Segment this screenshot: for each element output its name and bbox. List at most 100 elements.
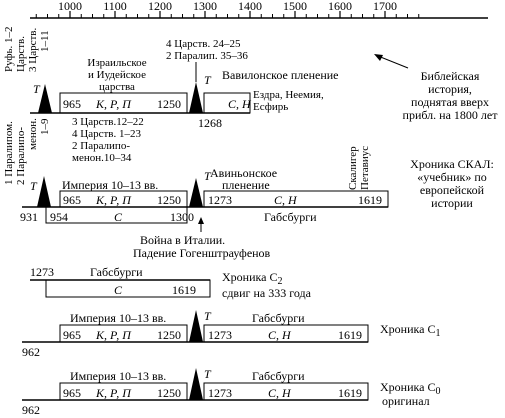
kingdom-label-3: царства xyxy=(99,81,135,93)
skal-triangle-mid xyxy=(189,178,203,207)
bible-t-right: T xyxy=(204,73,212,87)
bible-note-1: Библейская xyxy=(421,69,480,83)
c0-ch: С, Н xyxy=(268,386,292,400)
c1-triangle xyxy=(189,310,203,342)
c2-habsburgs: Габсбурги xyxy=(90,265,143,279)
bible-year-965: 965 xyxy=(63,97,81,111)
bible-note-arrow xyxy=(377,55,409,69)
c0-t: T xyxy=(204,367,212,381)
skal-note-3: европейской xyxy=(420,183,485,197)
c1-section: Империя 10–13 вв. Габсбурги T 965 К, Р, … xyxy=(22,309,441,359)
c1-habsburgs: Габсбурги xyxy=(252,311,305,325)
skal-ch: С, Н xyxy=(274,193,298,207)
bible-left-vertical2-1: 1 Паралипом. xyxy=(3,121,15,185)
scale-tick-label: 1200 xyxy=(148,0,172,13)
c2-year-1273: 1273 xyxy=(30,265,54,279)
c1-kpp-box xyxy=(59,324,188,343)
skal-note-4: истории xyxy=(431,196,473,210)
skal-avignon-1: Авиньонское xyxy=(210,166,277,180)
skal-year-931: 931 xyxy=(20,210,38,224)
c0-kpp-box xyxy=(59,382,188,401)
bible-left-vertical-2: Царств. xyxy=(15,36,27,72)
skal-year-1273: 1273 xyxy=(208,193,232,207)
war-arrowhead xyxy=(198,217,204,224)
c2-section: 1273 Габсбурги С 1619 Хроника С2 сдвиг н… xyxy=(30,265,312,300)
skal-habsburgs: Габсбурги xyxy=(264,210,317,224)
skal-c: С xyxy=(114,210,123,224)
bible-left-vertical2-3: менон. xyxy=(27,118,39,150)
c1-year-1250: 1250 xyxy=(157,328,181,342)
c0-ch-box xyxy=(203,382,369,401)
kingdom-label-1: Израильское xyxy=(87,57,146,69)
scale-tick-label: 1700 xyxy=(373,0,397,13)
c1-t: T xyxy=(204,309,212,323)
c1-ch-box xyxy=(203,324,369,343)
books-1: Ездра, Неемия, xyxy=(253,89,324,101)
skal-scaliger-2: Петавиус xyxy=(359,146,371,190)
skal-triangle-left xyxy=(37,176,51,207)
c0-year-1250: 1250 xyxy=(157,386,181,400)
bible-ch: С, Н xyxy=(228,97,252,111)
babylon-captivity: Вавилонское пленение xyxy=(222,68,339,82)
bible-triangle-left xyxy=(38,84,52,113)
c1-kpp: К, Р, П xyxy=(95,328,132,342)
c0-title: Хроника С0 xyxy=(380,380,441,397)
bible-left-vertical-4: 1–11 xyxy=(39,30,51,52)
c2-shift: сдвиг на 333 года xyxy=(222,286,312,300)
skal-year-1300: 1300 xyxy=(170,210,194,224)
c0-empire: Империя 10–13 вв. xyxy=(70,369,166,383)
bible-kpp-box xyxy=(59,92,188,114)
skal-kpp: К, Р, П xyxy=(95,193,132,207)
scale-tick-label: 1500 xyxy=(283,0,307,13)
bible-triangle-mid xyxy=(189,82,203,113)
bible-t-left: T xyxy=(33,82,41,96)
c0-triangle xyxy=(189,368,203,400)
c1-year-965: 965 xyxy=(63,328,81,342)
top-refs-1: 4 Царств. 24–25 xyxy=(166,38,241,50)
skal-t-left: T xyxy=(30,179,38,193)
c1-year-1273: 1273 xyxy=(208,328,232,342)
below-refs-3: 2 Паралипо- xyxy=(72,140,130,152)
bible-section: Руфь. 1–2 Царств. 3 Царств. 1–11 Израиль… xyxy=(3,27,498,186)
bible-year-1250: 1250 xyxy=(157,97,181,111)
skal-war-1: Война в Италии. xyxy=(140,233,225,247)
scale-tick-label: 1400 xyxy=(238,0,262,13)
bible-left-vertical2-2: 2 Паралипо- xyxy=(15,127,27,185)
bible-note-3: поднятая вверх xyxy=(411,95,489,109)
c1-title: Хроника С1 xyxy=(380,322,441,339)
c1-empire: Империя 10–13 вв. xyxy=(70,311,166,325)
books-2: Есфирь xyxy=(253,101,288,113)
bible-left-vertical-1: Руфь. 1–2 xyxy=(3,27,15,73)
top-refs-2: 2 Паралип. 35–36 xyxy=(166,50,248,62)
skal-year-965: 965 xyxy=(63,193,81,207)
c0-section: Империя 10–13 вв. Габсбурги T 965 К, Р, … xyxy=(22,367,441,417)
bible-note-arrowhead xyxy=(374,54,383,61)
bible-left-vertical-3: 3 Царств. xyxy=(27,28,39,72)
skal-empire: Империя 10–13 вв. xyxy=(62,178,158,192)
bible-year-1268: 1268 xyxy=(198,116,222,130)
skal-note-2: «учебник» по xyxy=(417,170,487,184)
c0-habsburgs: Габсбурги xyxy=(252,369,305,383)
c1-year-1619: 1619 xyxy=(338,328,362,342)
c0-year-1619: 1619 xyxy=(338,386,362,400)
bible-left-vertical2-4: 1–9 xyxy=(39,118,51,135)
skal-ch-box xyxy=(203,190,389,208)
c0-kpp: К, Р, П xyxy=(95,386,132,400)
skal-t-right: T xyxy=(204,169,212,183)
bible-note-4: прибл. на 1800 лет xyxy=(403,108,499,122)
skal-year-1250: 1250 xyxy=(157,193,181,207)
kingdom-label-2: и Иудейское xyxy=(88,69,146,81)
c2-c: С xyxy=(114,283,123,297)
skal-c-box xyxy=(45,206,188,224)
scale-tick-label: 1000 xyxy=(58,0,82,13)
skal-war-2: Падение Гогенштрауфенов xyxy=(133,246,271,260)
c1-ch: С, Н xyxy=(268,328,292,342)
c0-year-962: 962 xyxy=(22,403,40,417)
scale-tick-label: 1300 xyxy=(193,0,217,13)
c0-subtitle: оригинал xyxy=(382,394,430,408)
below-refs-4: менон.10–34 xyxy=(72,152,132,164)
scale-tick-label: 1600 xyxy=(328,0,352,13)
skal-section: Империя 10–13 вв. Авиньонское пленение С… xyxy=(20,146,494,260)
